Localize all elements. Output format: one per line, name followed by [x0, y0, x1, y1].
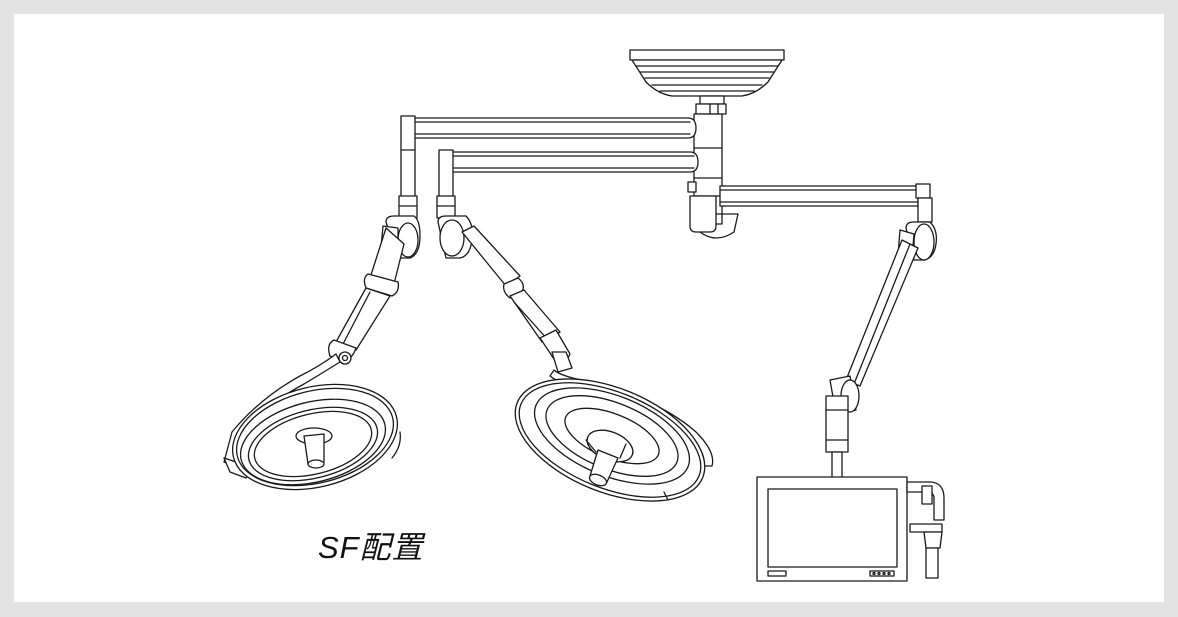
center-light-head	[514, 378, 706, 502]
center-spring-arm	[437, 215, 573, 373]
diagram-caption: SF配置	[318, 530, 424, 565]
monitor-extension-arm	[719, 183, 933, 223]
ceiling-mount-icon	[629, 49, 785, 115]
upper-extension-arm	[398, 115, 697, 219]
diagram-panel	[14, 14, 1164, 602]
left-light-head	[231, 383, 401, 491]
monitor-drop-column	[825, 395, 849, 479]
monitor-spring-arm	[829, 221, 938, 415]
middle-extension-arm	[436, 149, 699, 219]
left-spring-arm	[328, 215, 421, 365]
central-column	[687, 113, 739, 239]
monitor-icon	[756, 476, 945, 582]
